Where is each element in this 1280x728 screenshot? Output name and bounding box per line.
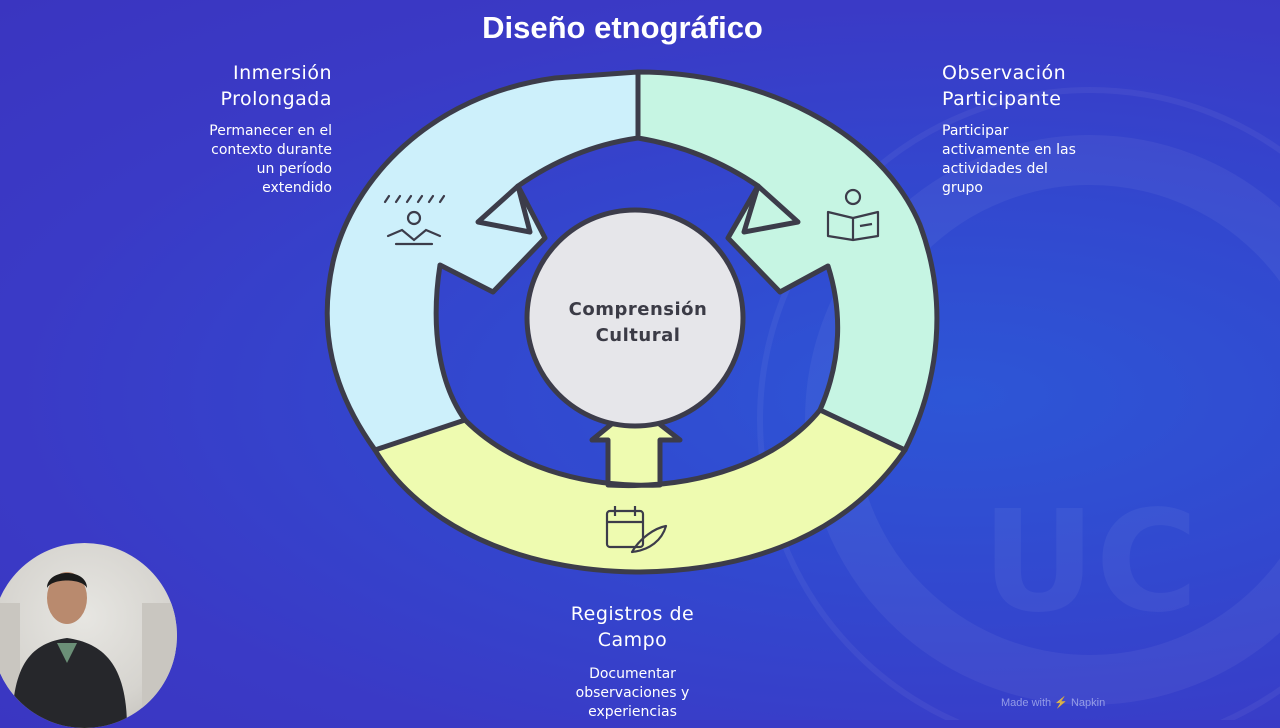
observacion-heading: Observación Participante — [942, 62, 1067, 110]
reading-person-icon — [826, 188, 880, 242]
segment-observacion — [635, 69, 940, 453]
napkin-watermark: Made with ⚡ Napkin — [1001, 697, 1106, 709]
center-label: Comprensión Cultural — [528, 297, 748, 349]
observacion-description: Participar activamente en las actividade… — [942, 123, 1076, 196]
center-label-line1: Comprensión — [568, 299, 708, 320]
segment-registros — [372, 402, 908, 575]
registros-description: Documentar observaciones y experiencias — [575, 666, 690, 720]
page-title: Diseño etnográfico — [482, 10, 763, 45]
center-circle — [524, 207, 746, 429]
registros-block: Registros de Campo Documentar observacio… — [520, 601, 745, 722]
inmersion-block: Inmersión Prolongada Permanecer en el co… — [130, 60, 332, 198]
inmersion-description: Permanecer en el contexto durante un per… — [209, 123, 332, 196]
presenter-avatar — [0, 572, 177, 728]
presenter-webcam — [0, 543, 177, 728]
center-label-line2: Cultural — [595, 325, 681, 346]
svg-text:UC: UC — [982, 481, 1198, 644]
calendar-quill-icon — [605, 506, 668, 554]
observacion-block: Observación Participante Participar acti… — [942, 60, 1162, 198]
segment-inmersion — [324, 69, 641, 453]
inmersion-heading: Inmersión Prolongada — [220, 62, 332, 110]
registros-heading: Registros de Campo — [570, 603, 695, 651]
meditation-icon — [383, 194, 446, 246]
